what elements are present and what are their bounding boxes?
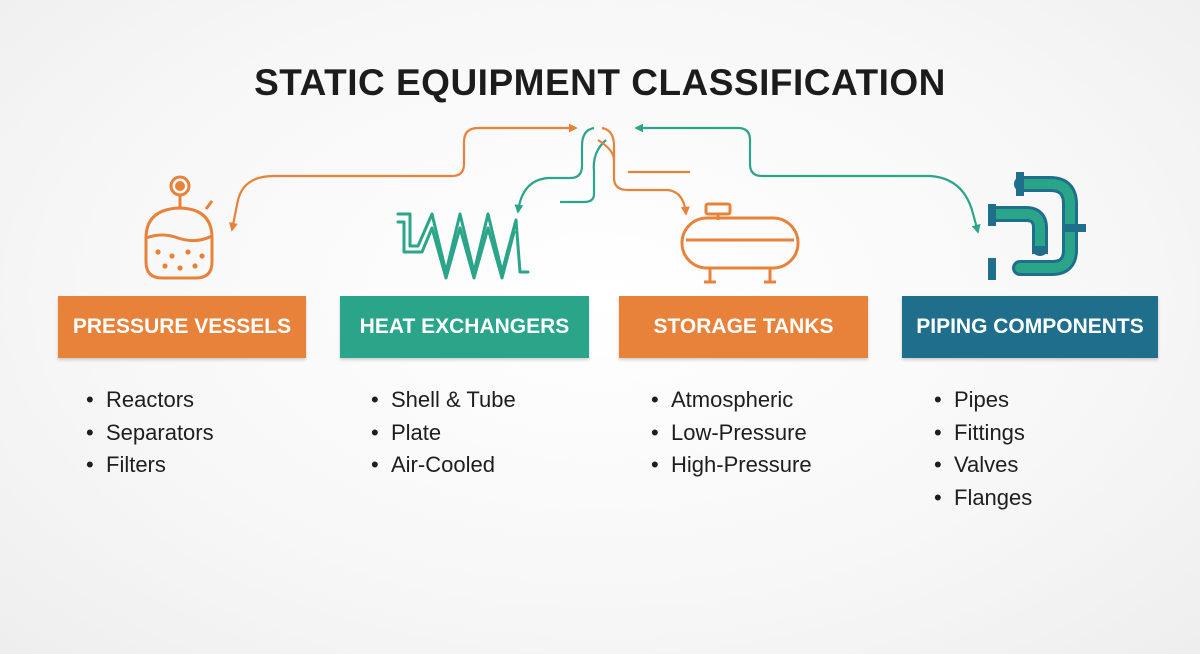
piping-components-icon <box>988 172 1086 280</box>
list-item: Shell & Tube <box>371 384 516 417</box>
list-item: Plate <box>371 417 516 450</box>
hub-loop-teal <box>560 139 607 204</box>
pressure-vessel-icon <box>144 175 214 280</box>
list-item: Fittings <box>934 417 1032 450</box>
list-item: Valves <box>934 449 1032 482</box>
category-label: STORAGE TANKS <box>653 315 834 338</box>
arrow-to-heat-exchangers <box>514 126 595 214</box>
category-label: PIPING COMPONENTS <box>916 315 1144 338</box>
pressure-vessels-list: Reactors Separators Filters <box>86 384 214 482</box>
category-label: HEAT EXCHANGERS <box>359 315 570 338</box>
storage-tank-icon <box>680 202 800 284</box>
category-banner-storage-tanks: STORAGE TANKS <box>619 296 868 358</box>
list-item: Atmospheric <box>651 384 812 417</box>
category-label: PRESSURE VESSELS <box>72 315 292 338</box>
list-item: Low-Pressure <box>651 417 812 450</box>
category-banner-pressure-vessels: PRESSURE VESSELS <box>58 296 306 358</box>
piping-components-list: Pipes Fittings Valves Flanges <box>934 384 1032 514</box>
list-item: High-Pressure <box>651 449 812 482</box>
heat-exchangers-list: Shell & Tube Plate Air-Cooled <box>371 384 516 482</box>
diagram-title: STATIC EQUIPMENT CLASSIFICATION <box>254 62 946 103</box>
arrow-to-pressure-vessels <box>228 123 578 232</box>
list-item: Pipes <box>934 384 1032 417</box>
connector-arrows <box>228 123 981 234</box>
list-item: Air-Cooled <box>371 449 516 482</box>
list-item: Flanges <box>934 482 1032 515</box>
list-item: Separators <box>86 417 214 450</box>
heat-exchanger-coil-icon <box>396 212 530 280</box>
arrow-to-piping-components <box>634 123 981 234</box>
storage-tanks-list: Atmospheric Low-Pressure High-Pressure <box>651 384 812 482</box>
list-item: Filters <box>86 449 214 482</box>
list-item: Reactors <box>86 384 214 417</box>
category-banner-piping-components: PIPING COMPONENTS <box>902 296 1158 358</box>
hub-loop-orange <box>597 139 690 174</box>
category-banner-heat-exchangers: HEAT EXCHANGERS <box>340 296 589 358</box>
